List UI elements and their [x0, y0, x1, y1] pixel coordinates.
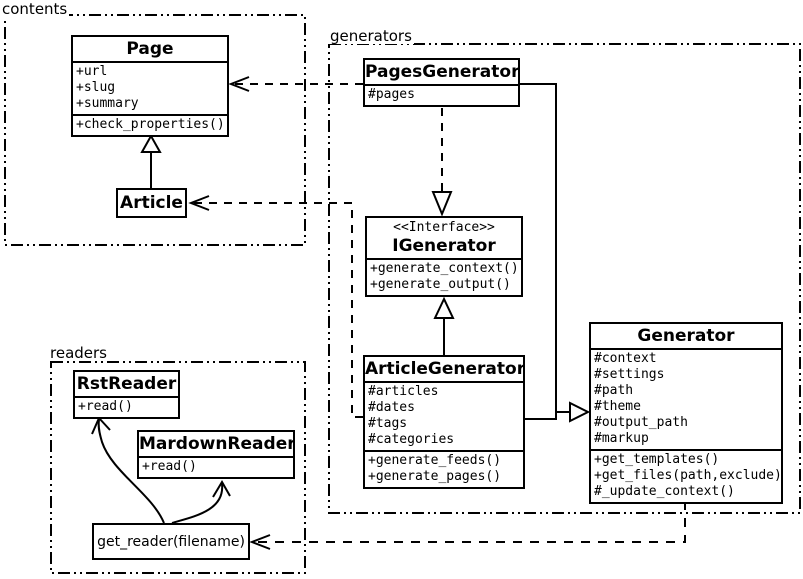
- class-article-generator-attributes: #articles #dates #tags #categories: [365, 381, 523, 450]
- class-page-attributes: +url +slug +summary: [73, 61, 227, 114]
- edge-getreader-to-rstreader: [97, 419, 165, 524]
- class-page-name: Page: [126, 39, 174, 59]
- method: +check_properties(): [76, 117, 225, 132]
- method: +generate_pages(): [368, 469, 502, 484]
- attribute: +slug: [76, 80, 116, 95]
- class-rst-reader-name: RstReader: [76, 374, 177, 394]
- method: #_update_context(): [594, 484, 735, 499]
- package-readers-border: [50, 361, 306, 574]
- triangle-arrowhead-igenerator-top: [431, 191, 453, 217]
- triangle-arrowhead-generator: [569, 401, 591, 423]
- class-page-methods: +check_properties(): [73, 114, 227, 135]
- function-get-reader-label: get_reader(filename): [97, 533, 245, 550]
- method: +generate_output(): [370, 277, 511, 292]
- class-generator-name: Generator: [637, 326, 735, 346]
- method: +generate_feeds(): [368, 453, 502, 468]
- edge-pagesgenerator-extends-generator: [520, 83, 570, 413]
- class-article-generator: ArticleGenerator #articles #dates #tags …: [363, 355, 525, 489]
- class-generator-methods: +get_templates() +get_files(path,exclude…: [591, 449, 781, 502]
- class-page: Page +url +slug +summary +check_properti…: [71, 35, 229, 137]
- open-arrowhead-getreader: [249, 534, 271, 550]
- class-rst-reader: RstReader +read(): [73, 370, 180, 419]
- attribute: #articles: [368, 384, 439, 399]
- attribute: #path: [594, 383, 634, 398]
- class-pages-generator: PagesGenerator #pages: [363, 58, 520, 107]
- open-arrowhead-rstreader: [91, 416, 111, 435]
- package-label-generators: generators: [328, 27, 414, 45]
- attribute: #dates: [368, 400, 415, 415]
- class-igenerator-header: <<Interface>> IGenerator: [367, 218, 521, 258]
- class-article-generator-methods: +generate_feeds() +generate_pages(): [365, 450, 523, 487]
- attribute: #tags: [368, 416, 408, 431]
- class-igenerator: <<Interface>> IGenerator +generate_conte…: [365, 216, 523, 297]
- function-get-reader: get_reader(filename): [92, 523, 250, 560]
- open-arrowhead-page: [228, 76, 250, 92]
- open-arrowhead-mardownreader: [212, 480, 231, 498]
- attribute: #output_path: [594, 415, 688, 430]
- edge-articlegenerator-uses-article: [192, 202, 363, 418]
- method: +get_templates(): [594, 452, 720, 467]
- attribute: #categories: [368, 432, 455, 447]
- class-igenerator-name: IGenerator: [392, 236, 496, 256]
- attribute: #pages: [368, 87, 415, 102]
- class-article-name: Article: [120, 193, 183, 213]
- method: +generate_context(): [370, 261, 519, 276]
- attribute: #context: [594, 351, 657, 366]
- class-mardown-reader-methods: +read(): [139, 456, 293, 477]
- class-igenerator-methods: +generate_context() +generate_output(): [367, 258, 521, 295]
- attribute: #theme: [594, 399, 641, 414]
- class-pages-generator-attributes: #pages: [365, 84, 518, 105]
- class-mardown-reader: MardownReader +read(): [137, 430, 295, 479]
- attribute: +summary: [76, 96, 139, 111]
- triangle-arrowhead-page: [140, 133, 162, 153]
- package-label-contents: contents: [0, 0, 70, 18]
- edge-generator-uses-getreader: [253, 501, 686, 543]
- package-contents-border: [4, 14, 306, 246]
- class-igenerator-stereotype: <<Interface>>: [393, 220, 495, 235]
- package-generators-border: [328, 43, 801, 514]
- edge-articlegenerator-extends-generator: [525, 412, 557, 420]
- package-label-readers: readers: [48, 344, 109, 362]
- edge-getreader-to-mardownreader: [171, 483, 224, 524]
- class-article-generator-name: ArticleGenerator: [365, 359, 523, 379]
- class-mardown-reader-name: MardownReader: [139, 434, 293, 454]
- class-rst-reader-methods: +read(): [75, 396, 178, 417]
- attribute: #markup: [594, 431, 649, 446]
- triangle-arrowhead-igenerator-bottom: [433, 296, 455, 319]
- open-arrowhead-article: [188, 195, 210, 211]
- class-generator: Generator #context #settings #path #them…: [589, 322, 783, 504]
- class-pages-generator-name: PagesGenerator: [365, 62, 518, 82]
- method: +read(): [78, 399, 133, 414]
- class-generator-attributes: #context #settings #path #theme #output_…: [591, 348, 781, 449]
- attribute: #settings: [594, 367, 665, 382]
- method: +get_files(path,exclude): [594, 468, 781, 483]
- attribute: +url: [76, 64, 108, 79]
- method: +read(): [142, 459, 197, 474]
- class-article: Article: [116, 188, 187, 218]
